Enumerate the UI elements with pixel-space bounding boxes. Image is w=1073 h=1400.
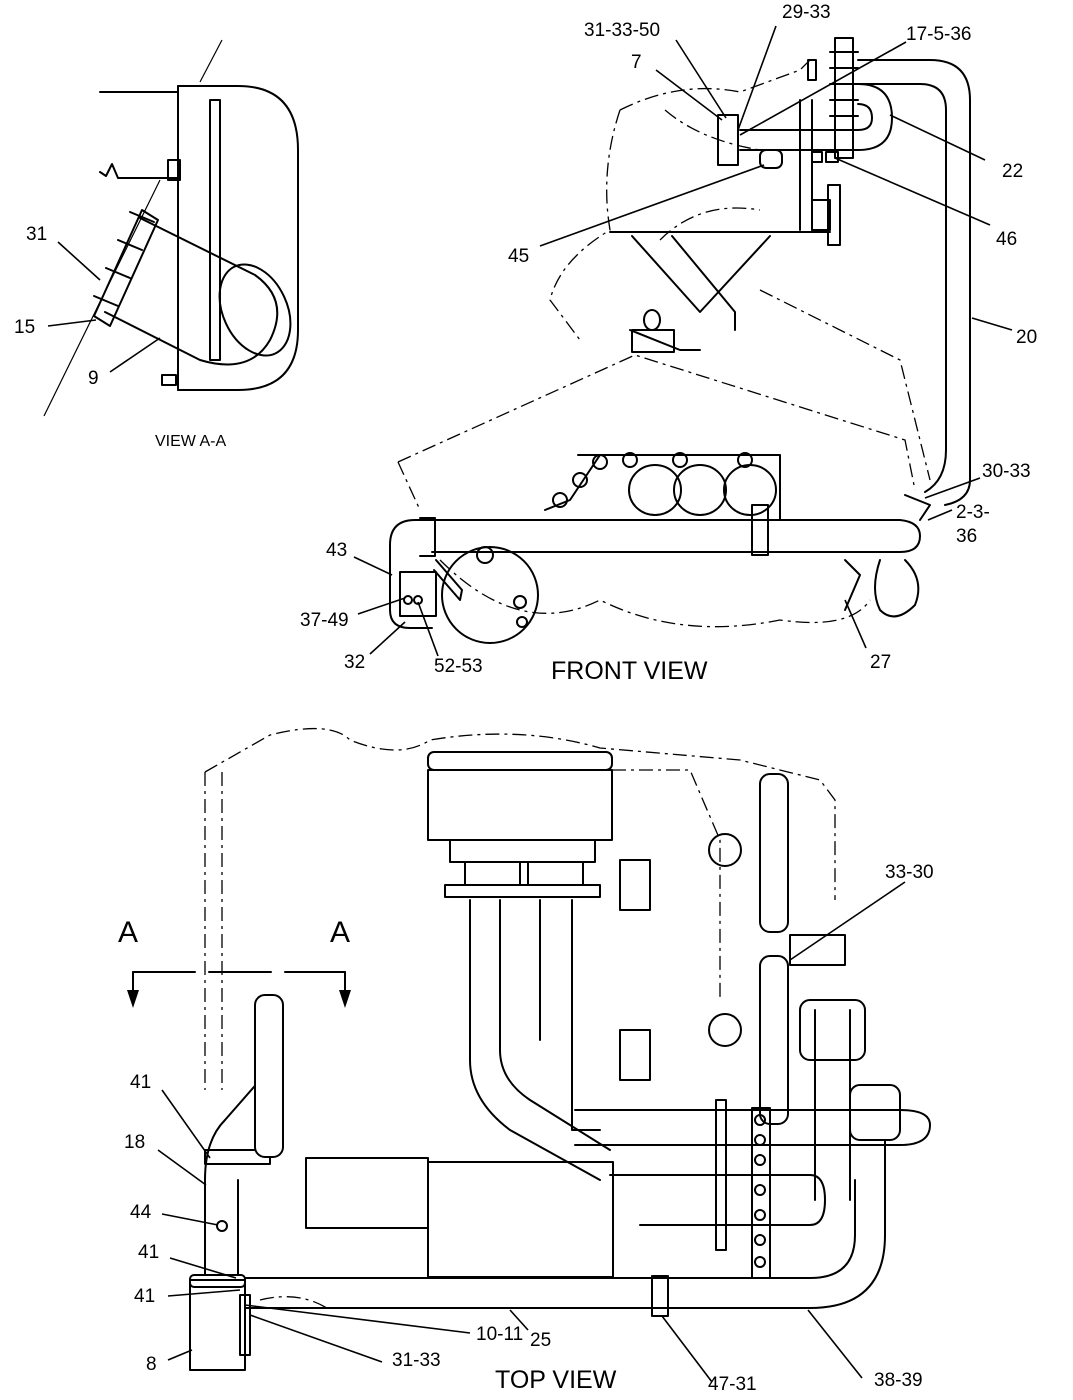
leader-lines [47,25,1013,1383]
section-line-aa [127,971,351,1008]
callout-31-33: 31-33 [392,1350,441,1371]
section-mark-left: A [118,916,138,949]
callout-33-30: 33-30 [885,862,934,883]
callout-27: 27 [870,652,891,673]
callout-45: 45 [508,246,529,267]
callout-18: 18 [124,1132,145,1153]
callout-15: 15 [14,317,35,338]
callout-47-31: 47-31 [708,1374,757,1395]
top-view-title: TOP VIEW [495,1366,617,1394]
section-mark-right: A [330,916,350,949]
callout-44: 44 [130,1202,152,1223]
callout-41-lower: 41 [134,1286,155,1307]
callout-32: 32 [344,652,365,673]
callout-37-49: 37-49 [300,610,349,631]
callout-20: 20 [1016,327,1037,348]
callout-43: 43 [326,540,347,561]
callout-25: 25 [530,1330,551,1351]
callout-8: 8 [146,1354,157,1375]
callout-labels: 31-33-50 29-33 17-5-36 7 22 46 45 20 30-… [14,2,1037,1395]
front-view-drawing [389,37,971,644]
callout-41-middle: 41 [138,1242,159,1263]
callout-22: 22 [1002,161,1023,182]
callout-30-33: 30-33 [982,461,1031,482]
callout-41-upper: 41 [130,1072,151,1093]
callout-17-5-36: 17-5-36 [906,24,972,45]
front-view-title: FRONT VIEW [551,657,708,685]
callout-29-33: 29-33 [782,2,831,23]
callout-36: 36 [956,526,977,547]
view-aa-drawing [43,39,299,417]
top-view-drawing [189,727,931,1371]
callout-2-3: 2-3- [956,502,990,523]
callout-31: 31 [26,224,47,245]
callout-38-39: 38-39 [874,1370,923,1391]
callout-31-33-50: 31-33-50 [584,20,660,41]
callout-46: 46 [996,229,1017,250]
callout-9: 9 [88,368,99,389]
callout-10-11: 10-11 [476,1324,523,1345]
callout-52-53: 52-53 [434,656,483,677]
view-aa-title: VIEW A-A [155,433,226,450]
callout-7: 7 [631,52,642,73]
